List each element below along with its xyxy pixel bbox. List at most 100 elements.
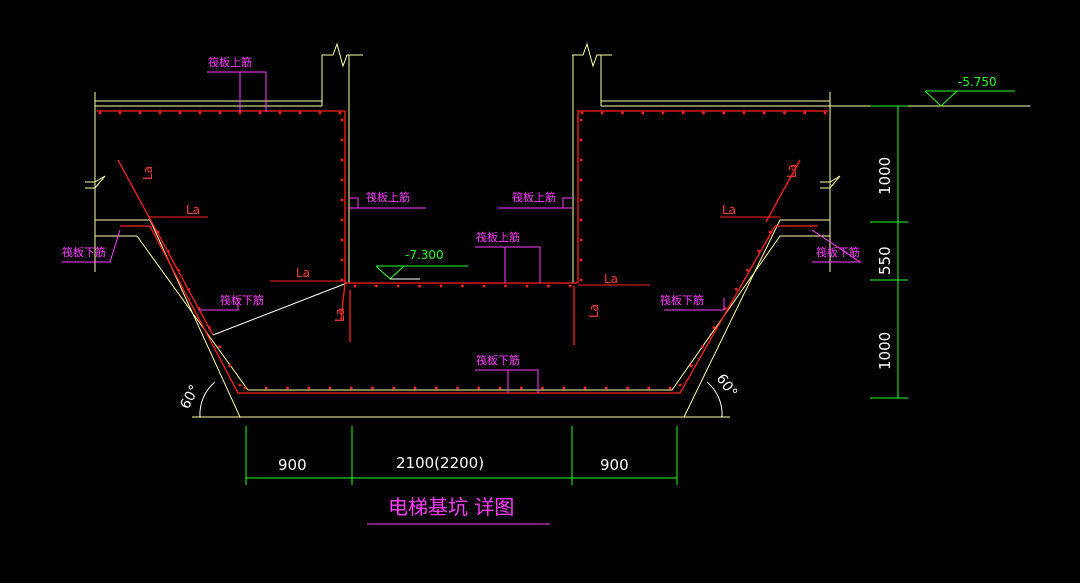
la-label-8: La: [587, 304, 601, 318]
rebar-dot: [375, 284, 378, 288]
rebar-dot: [583, 386, 587, 390]
rebar-dot: [418, 284, 421, 288]
rebar-dot: [318, 111, 322, 115]
rebar-dot: [353, 284, 357, 288]
angle-right: 60°: [713, 371, 740, 401]
rebar-dot: [328, 386, 332, 390]
rebar-dot: [580, 111, 584, 115]
la-label-7: La: [333, 308, 347, 322]
rebar-dot: [392, 386, 396, 390]
rebar-dot: [568, 284, 572, 288]
annotation-leaders: [62, 71, 862, 525]
rebar-dot: [340, 238, 344, 242]
rebar-dot: [626, 386, 629, 390]
rebar-dot: [243, 386, 247, 390]
rebar-dot: [579, 198, 583, 202]
rebar-label-upper-center-mid: 筏板上筋: [476, 230, 520, 244]
rebar-dot: [340, 178, 344, 182]
rebar-dot: [579, 238, 583, 242]
rebar-label-lower-bottom: 筏板下筋: [476, 353, 520, 367]
rebar-dot: [823, 111, 827, 115]
rebar-dot: [803, 111, 807, 115]
rebar-dot: [218, 345, 221, 349]
rebar-dot: [461, 284, 464, 288]
dim-v-3: 1000: [876, 332, 894, 370]
rebar-dot: [198, 111, 202, 115]
angle-left: 60°: [177, 382, 203, 411]
la-label-4: La: [722, 203, 736, 217]
dim-center: 2100(2200): [396, 454, 484, 472]
rebar-dot: [177, 268, 180, 272]
elevation-top: -5.750: [958, 75, 997, 89]
rebar-dot: [541, 386, 544, 390]
rebar-label-upper-left: 筏板上筋: [208, 55, 252, 69]
rebar-dot: [228, 364, 232, 368]
rebar-label-lower-right: 筏板下筋: [816, 245, 860, 259]
rebar-dot: [264, 386, 268, 390]
rebar-dot: [579, 218, 583, 222]
angle-arcs: [199, 381, 723, 418]
rebar-dot: [746, 268, 749, 272]
rebar-dot: [579, 278, 583, 282]
rebar-dot: [621, 111, 624, 115]
rebar-label-upper-center-left: 筏板上筋: [366, 190, 410, 204]
rebar-label-upper-center-right: 筏板上筋: [512, 190, 556, 204]
rebar-dot: [340, 258, 344, 262]
concrete-outline: [85, 42, 1030, 418]
rebar-dot: [439, 284, 443, 288]
la-label-5: La: [141, 166, 155, 180]
rebar-dot: [456, 386, 459, 390]
rebar-dot: [413, 386, 417, 390]
rebar-dot: [278, 111, 282, 115]
rebar-dot: [477, 386, 481, 390]
elevation-markers: [375, 90, 1015, 280]
rebar-dot: [340, 138, 344, 142]
rebar-dot: [482, 284, 486, 288]
rebar-dot: [156, 230, 160, 234]
rebar-dot: [678, 383, 682, 387]
rebar-dot: [349, 386, 353, 390]
rebar-dot: [661, 111, 665, 115]
dim-left: 900: [278, 456, 307, 474]
rebar-dot: [178, 111, 182, 115]
la-leaders: [148, 216, 780, 286]
rebar-dot: [498, 386, 502, 390]
rebar-dot: [158, 111, 162, 115]
rebar-dot: [579, 178, 583, 182]
la-label-3: La: [604, 272, 618, 286]
rebar-dot: [783, 111, 786, 115]
la-label-1: La: [186, 203, 200, 217]
rebar-dot: [519, 386, 523, 390]
rebar-dot: [604, 386, 608, 390]
rebar-dot: [434, 386, 438, 390]
rebar-dot: [768, 230, 772, 234]
rebar-dot: [258, 111, 262, 115]
rebar-dot: [600, 111, 604, 115]
rebar-dot: [238, 383, 242, 387]
rebar-dot: [579, 118, 583, 122]
rebar-dot: [166, 249, 170, 253]
rebar-lines: [97, 110, 828, 394]
rebar-dot: [742, 111, 746, 115]
rebar-dot: [207, 326, 211, 330]
rebar-dot: [396, 284, 400, 288]
rebar-dot: [757, 249, 761, 253]
rebar-dot: [712, 326, 716, 330]
rebar-dot: [371, 386, 374, 390]
rebar-dot: [118, 111, 122, 115]
rebar-label-lower-left: 筏板下筋: [62, 245, 106, 259]
rebar-dot: [187, 287, 191, 291]
rebar-dot: [579, 158, 583, 162]
dim-v-1: 1000: [876, 157, 894, 195]
rebar-dot: [734, 287, 738, 291]
rebar-dot: [307, 386, 311, 390]
dimension-lines: [245, 105, 908, 485]
rebar-dot: [562, 386, 566, 390]
rebar-dot: [641, 111, 645, 115]
rebar-dot: [340, 158, 344, 162]
rebar-label-lower-slope-left: 筏板下筋: [220, 293, 264, 307]
rebar-dot: [340, 198, 344, 202]
rebar-dot: [689, 364, 693, 368]
rebar-dot: [238, 111, 242, 115]
